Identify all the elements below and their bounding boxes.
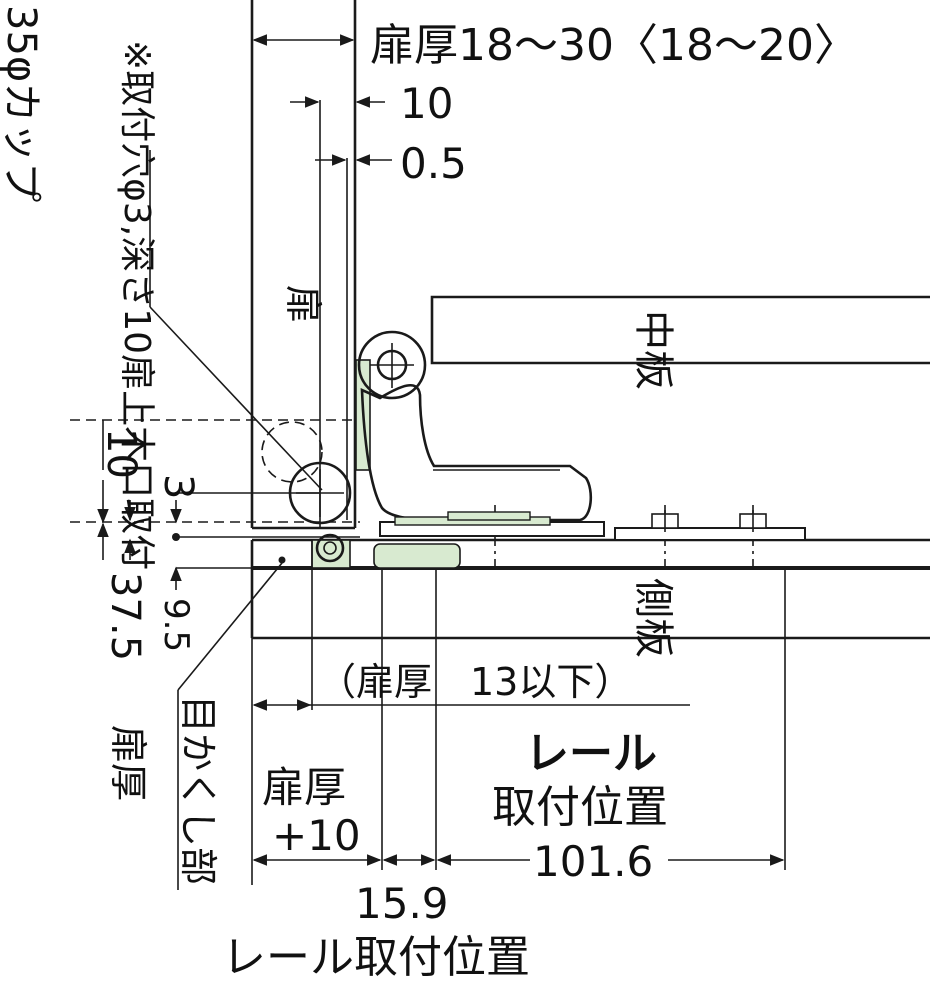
dim-37-5-label: 37.5 [102,572,148,661]
dim-10-left-label: 10 [98,428,144,479]
dim-101-6-label: 101.6 [533,837,653,886]
door-plus-label-line1: 扉厚 [262,763,346,812]
dimension-lines [97,34,786,885]
concealed-part-label: 目かくし部 [176,695,220,885]
cup-label: 35φカップ [0,5,44,202]
rail-position-label: 取付位置 [492,782,668,833]
dim-0-5-label: 0.5 [400,139,467,188]
dim-3-label: 3 [155,474,201,499]
hinge-mechanism [149,150,806,890]
door-thickness-13-label: （扉厚 13以下） [318,660,632,704]
door-plus-label-line2: +10 [272,811,361,860]
side-board [250,538,930,640]
side-board-label: 側板 [630,578,676,658]
dim-9-5-label: 9.5 [156,598,196,652]
mounting-hole-note: ※取付穴φ3,深さ10扉上木口取付 [116,40,157,570]
door-thickness-left-label: 扉厚 [106,725,150,801]
middle-board-label: 中板 [630,310,676,390]
door-label: 扉 [281,285,325,323]
middle-board [430,295,930,365]
door-thickness-range-label: 扉厚18〜30〈18〜20〉 [370,20,858,71]
rail-position-bottom-label: レール取付位置 [222,932,530,983]
door-panel [250,0,357,530]
rail-title: レール [525,728,657,779]
dim-15-9-label: 15.9 [355,879,449,928]
dim-10-top-label: 10 [400,79,453,128]
